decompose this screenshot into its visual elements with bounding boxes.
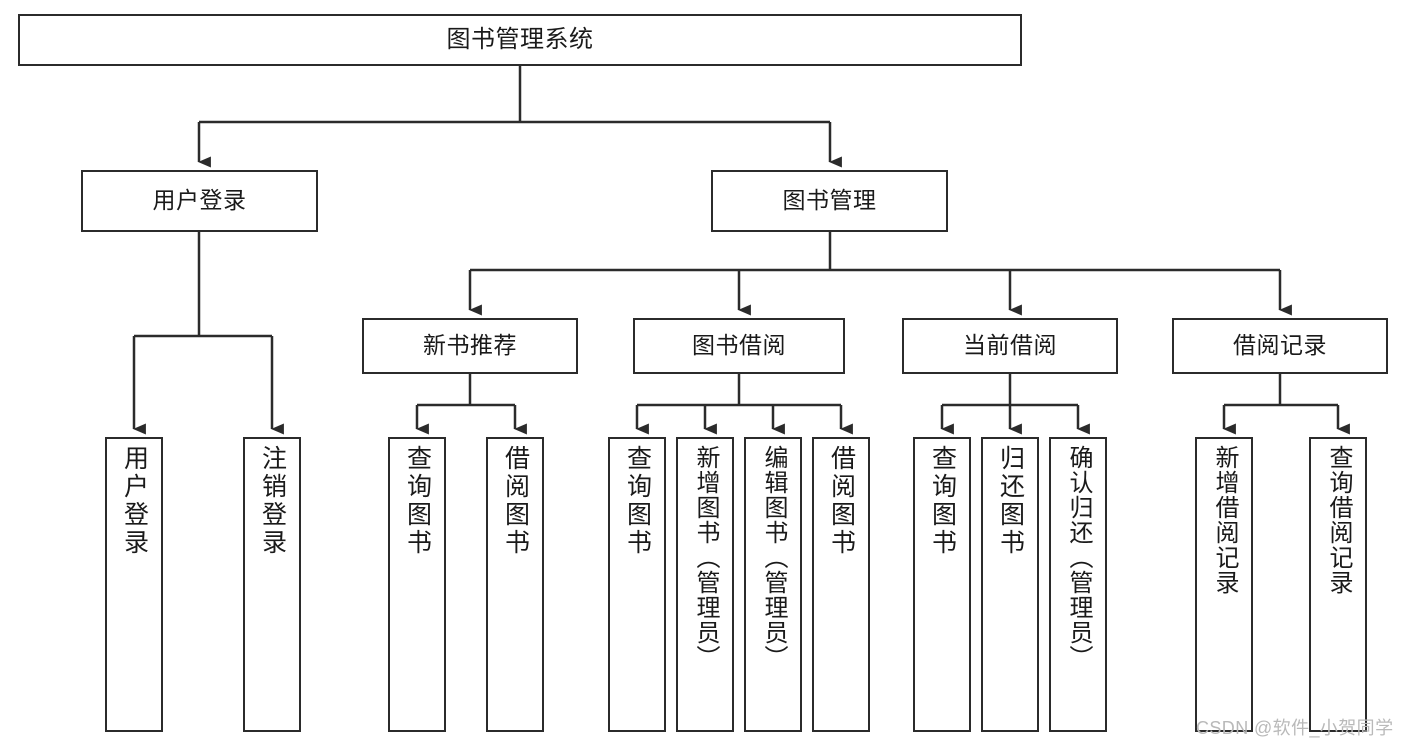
node-leaf-logout-login[interactable]: 注销登录 (243, 437, 301, 732)
node-label: 归还图书 (996, 445, 1025, 557)
node-label: 用户登录 (152, 187, 247, 214)
node-book-borrow[interactable]: 图书借阅 (633, 318, 845, 374)
node-label: 编辑图书（管理员） (760, 445, 787, 670)
node-leaf-borrow-book[interactable]: 借阅图书 (812, 437, 870, 732)
node-label: 图书管理 (782, 187, 877, 214)
node-label: 查询借阅记录 (1325, 445, 1352, 595)
node-leaf-borrow-book-recommend[interactable]: 借阅图书 (486, 437, 544, 732)
node-leaf-add-borrow-record[interactable]: 新增借阅记录 (1195, 437, 1253, 732)
node-book-management[interactable]: 图书管理 (711, 170, 948, 232)
node-leaf-query-borrow-record[interactable]: 查询借阅记录 (1309, 437, 1367, 732)
node-user-login[interactable]: 用户登录 (81, 170, 318, 232)
node-label: 借阅图书 (827, 445, 856, 557)
node-leaf-return-book[interactable]: 归还图书 (981, 437, 1039, 732)
node-leaf-add-book-admin[interactable]: 新增图书（管理员） (676, 437, 734, 732)
csdn-watermark: CSDN @软件_小贺同学 (1196, 718, 1394, 738)
node-label: 图书借阅 (692, 332, 786, 359)
node-leaf-query-book-current[interactable]: 查询图书 (913, 437, 971, 732)
node-borrow-record[interactable]: 借阅记录 (1172, 318, 1388, 374)
node-label: 查询图书 (623, 445, 652, 557)
node-label: 新书推荐 (423, 332, 517, 359)
node-new-book-recommend[interactable]: 新书推荐 (362, 318, 578, 374)
node-label: 确认归还（管理员） (1065, 445, 1092, 670)
node-label: 新增借阅记录 (1211, 445, 1238, 595)
node-current-borrow[interactable]: 当前借阅 (902, 318, 1118, 374)
node-label: 查询图书 (928, 445, 957, 557)
node-leaf-user-login[interactable]: 用户登录 (105, 437, 163, 732)
node-leaf-edit-book-admin[interactable]: 编辑图书（管理员） (744, 437, 802, 732)
node-leaf-query-book-borrow[interactable]: 查询图书 (608, 437, 666, 732)
node-label: 注销登录 (258, 445, 287, 557)
node-root-book-management-system[interactable]: 图书管理系统 (18, 14, 1022, 66)
node-label: 图书管理系统 (446, 25, 594, 53)
node-leaf-query-book-recommend[interactable]: 查询图书 (388, 437, 446, 732)
node-label: 查询图书 (403, 445, 432, 557)
node-label: 借阅图书 (501, 445, 530, 557)
node-label: 用户登录 (120, 445, 149, 557)
node-label: 当前借阅 (963, 332, 1057, 359)
node-label: 借阅记录 (1233, 332, 1327, 359)
node-label: 新增图书（管理员） (692, 445, 719, 670)
node-leaf-confirm-return-admin[interactable]: 确认归还（管理员） (1049, 437, 1107, 732)
